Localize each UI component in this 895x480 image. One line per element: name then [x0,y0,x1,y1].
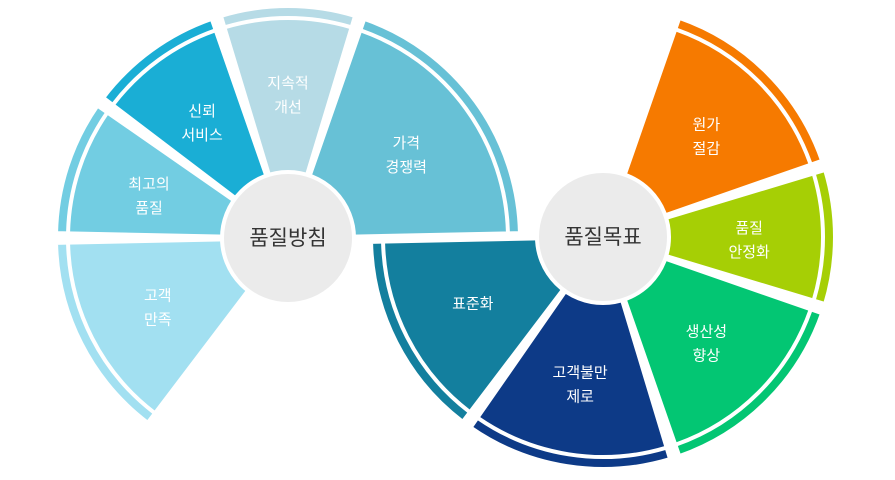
policy-segment-label-line1: 지속적 [267,74,308,92]
goals-segment-shape [599,15,825,241]
policy-segment-ring [66,243,156,415]
goals-segment-shape [369,234,608,425]
policy-segment-label-line1: 최고의 [128,175,169,193]
policy-segment-label-line2: 만족 [144,310,172,328]
policy-segment-ring [111,28,216,106]
policy-segment-ring [224,16,352,29]
goals-segment-label-line1: 생산성 [686,322,727,340]
policy-segment-label-line2: 품질 [135,199,163,217]
goals-hub: 품질목표 [535,169,671,305]
policy-segment-shape [285,16,522,241]
policy-segment-label-line2: 서비스 [181,126,223,144]
goals-segment-label-line2: 제로 [566,387,594,405]
policy-hub-label: 품질방침 [249,226,326,250]
goals-segment-ring [675,27,813,165]
policy-segment-shape [54,235,293,426]
goals-segment-shape [599,233,825,459]
policy-segment-ring [66,112,109,233]
goals-segment-label-line2: 안정화 [728,243,770,261]
policy-segment-label-line2: 개선 [274,98,302,116]
policy-segment-label-line1: 신뢰 [188,102,216,120]
goals-segment-label-line2: 향상 [693,346,721,364]
policy-segment-label-line1: 고객 [144,286,172,304]
goals-hub-label: 품질목표 [564,225,641,249]
goals-segment-label-line2: 절감 [693,140,721,158]
policy-segment-ring [360,28,510,233]
goals-segment-ring [381,242,471,414]
goals-segment-shape [596,167,837,307]
policy-segment-shape [218,4,358,245]
goals-segment-ring [812,173,825,301]
goals-segment-label-line1: 품질 [735,219,763,237]
goals-segment-ring [675,309,813,447]
policy-segment-label-line2: 경쟁력 [386,158,427,176]
goals-segment-label-line1: 고객불만 [553,363,608,381]
policy-segment-label-line1: 가격 [392,134,420,152]
policy-segment-shape [100,16,293,244]
goals-segment-label-line1: 표준화 [452,294,494,312]
goals-segment-ring [477,416,667,459]
policy-hub: 품질방침 [220,170,356,306]
goals-segment-label-line1: 원가 [693,116,721,134]
goals-segment-1: 표준화 [369,234,608,425]
